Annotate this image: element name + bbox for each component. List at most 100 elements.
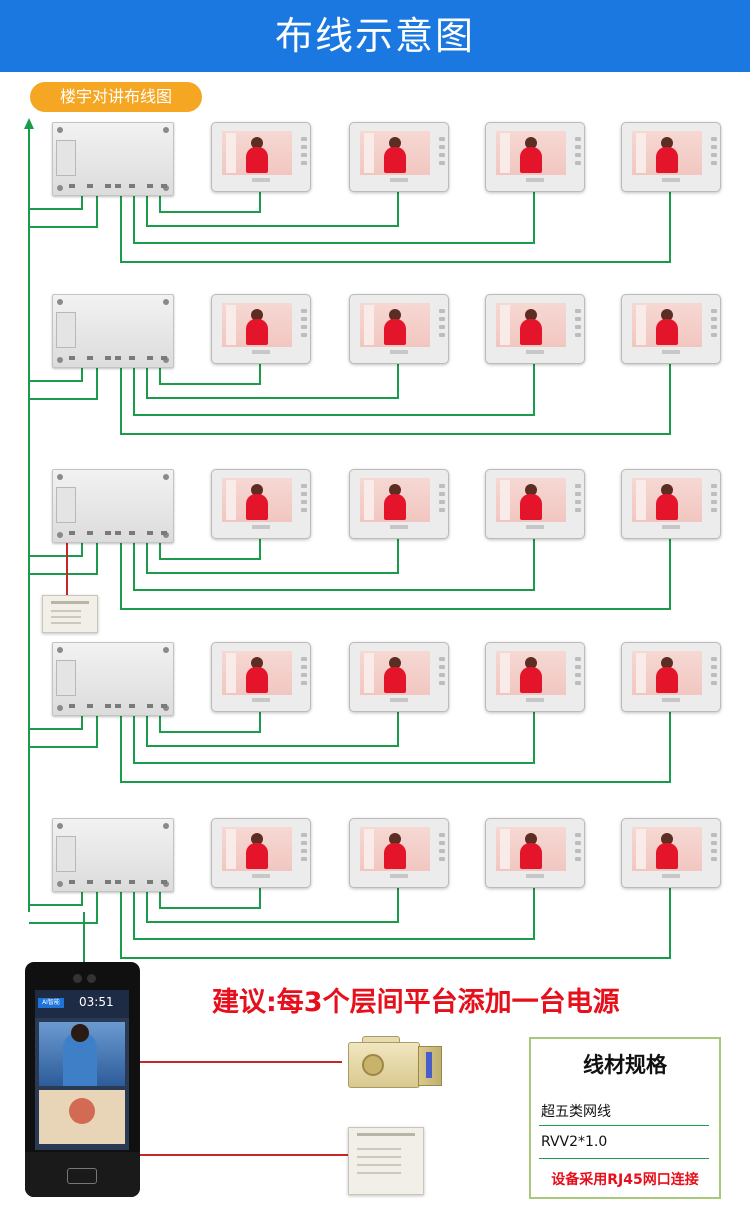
indoor-monitor: [349, 642, 449, 712]
indoor-monitor: [349, 122, 449, 192]
monitor-logo: [662, 525, 680, 529]
monitor-logo: [252, 874, 270, 878]
wire: [159, 709, 261, 733]
screen-shelf: [636, 653, 646, 693]
terminal-status-bar: AI智能 03:51: [35, 990, 129, 1018]
cable-spec-row: 超五类网线: [541, 1104, 611, 1120]
port-icon: [161, 880, 167, 884]
port-icon: [129, 531, 135, 535]
monitor-screen: [360, 131, 430, 175]
monitor-logo: [390, 874, 408, 878]
monitor-button-icon: [575, 484, 581, 488]
header-bar: 布线示意图: [0, 0, 750, 72]
wire: [29, 361, 98, 400]
indoor-monitor: [485, 122, 585, 192]
port-icon: [161, 184, 167, 188]
screen-figure-body: [246, 147, 268, 173]
port-icon: [115, 880, 121, 884]
monitor-button-icon: [301, 657, 307, 661]
monitor-screen: [496, 651, 566, 695]
wire: [29, 885, 98, 924]
screen-figure-head: [525, 657, 537, 669]
indoor-monitor: [621, 469, 721, 539]
monitor-screen: [632, 303, 702, 347]
indoor-monitor: [621, 818, 721, 888]
monitor-button-icon: [711, 833, 717, 837]
port-icon: [87, 704, 93, 708]
screen-shelf: [500, 829, 510, 869]
screen-figure-head: [661, 833, 673, 845]
screw-icon: [163, 357, 169, 363]
wire: [29, 709, 98, 748]
monitor-button-icon: [711, 849, 717, 853]
monitor-screen: [632, 478, 702, 522]
monitor-button-icon: [711, 657, 717, 661]
cable-spec-note: 设备采用RJ45网口连接: [551, 1172, 699, 1188]
monitor-screen: [496, 131, 566, 175]
monitor-button-icon: [711, 309, 717, 313]
monitor-button-icon: [301, 145, 307, 149]
indoor-monitor: [621, 294, 721, 364]
monitor-button-icon: [439, 333, 445, 337]
port-icon: [147, 356, 153, 360]
screen-figure-body: [656, 667, 678, 693]
screen-figure-head: [525, 484, 537, 496]
wire: [120, 709, 671, 783]
monitor-button-icon: [711, 508, 717, 512]
monitor-logo: [526, 350, 544, 354]
wire: [146, 709, 399, 747]
wire: [133, 536, 535, 591]
power-supply-text: [357, 1148, 401, 1150]
screen-figure-head: [661, 657, 673, 669]
monitor-logo: [390, 525, 408, 529]
monitor-button-icon: [575, 857, 581, 861]
screw-icon: [57, 881, 63, 887]
monitor-button-icon: [439, 153, 445, 157]
camera-icon: [87, 974, 96, 983]
page-title: 布线示意图: [274, 14, 475, 58]
screen-figure-body: [656, 147, 678, 173]
screw-icon: [163, 705, 169, 711]
card-reader-icon: [67, 1168, 97, 1184]
cable-spec-title: 线材规格: [583, 1053, 667, 1077]
screen-figure-head: [251, 309, 263, 321]
monitor-button-icon: [301, 673, 307, 677]
monitor-button-icon: [301, 161, 307, 165]
floor-decoder: [52, 818, 174, 892]
monitor-button-icon: [301, 833, 307, 837]
monitor-button-icon: [301, 309, 307, 313]
monitor-button-icon: [575, 673, 581, 677]
screen-figure-body: [384, 843, 406, 869]
monitor-logo: [662, 178, 680, 182]
wire: [159, 361, 261, 385]
camera-icon: [73, 974, 82, 983]
monitor-logo: [390, 698, 408, 702]
monitor-button-icon: [301, 153, 307, 157]
screw-icon: [57, 474, 63, 480]
port-icon: [105, 356, 111, 360]
screw-icon: [163, 185, 169, 191]
screen-figure-body: [384, 667, 406, 693]
monitor-button-icon: [711, 492, 717, 496]
monitor-screen: [632, 651, 702, 695]
indoor-monitor: [211, 469, 311, 539]
screen-shelf: [364, 653, 374, 693]
screw-icon: [163, 474, 169, 480]
screen-figure-head: [389, 484, 401, 496]
screen-figure-head: [251, 657, 263, 669]
screw-icon: [163, 647, 169, 653]
arrow-up-icon: [24, 118, 34, 129]
monitor-logo: [526, 525, 544, 529]
monitor-button-icon: [439, 508, 445, 512]
monitor-button-icon: [301, 681, 307, 685]
monitor-screen: [222, 827, 292, 871]
monitor-button-icon: [439, 849, 445, 853]
screw-icon: [163, 127, 169, 133]
screw-icon: [57, 705, 63, 711]
port-icon: [147, 704, 153, 708]
terminal-photo-main: [39, 1022, 125, 1086]
monitor-logo: [252, 698, 270, 702]
indoor-monitor: [349, 294, 449, 364]
monitor-button-icon: [301, 849, 307, 853]
port-icon: [161, 704, 167, 708]
